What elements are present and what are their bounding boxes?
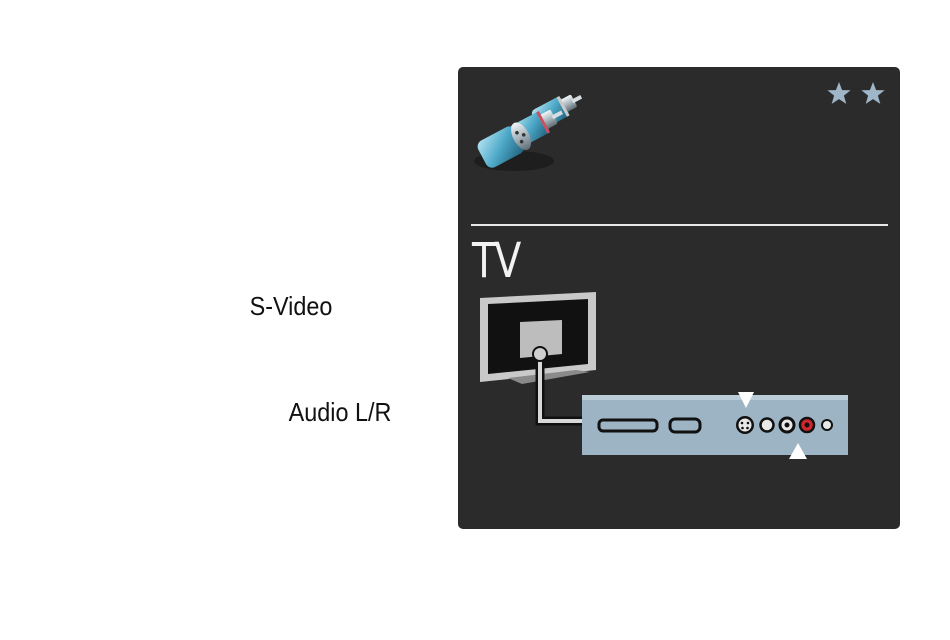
device-heading: TV [472,237,520,285]
star-icon [827,82,850,104]
star-icon [861,82,884,104]
audio-lr-label: Audio L/R [284,392,396,432]
svideo-label: S-Video [242,286,341,326]
composite-port [761,419,774,432]
rating-stars [826,81,888,107]
connection-diagram [458,282,900,529]
connection-card: TV [458,67,900,529]
spdif-port [822,420,832,430]
divider [471,224,888,226]
rca-connectors-icon [470,81,598,179]
